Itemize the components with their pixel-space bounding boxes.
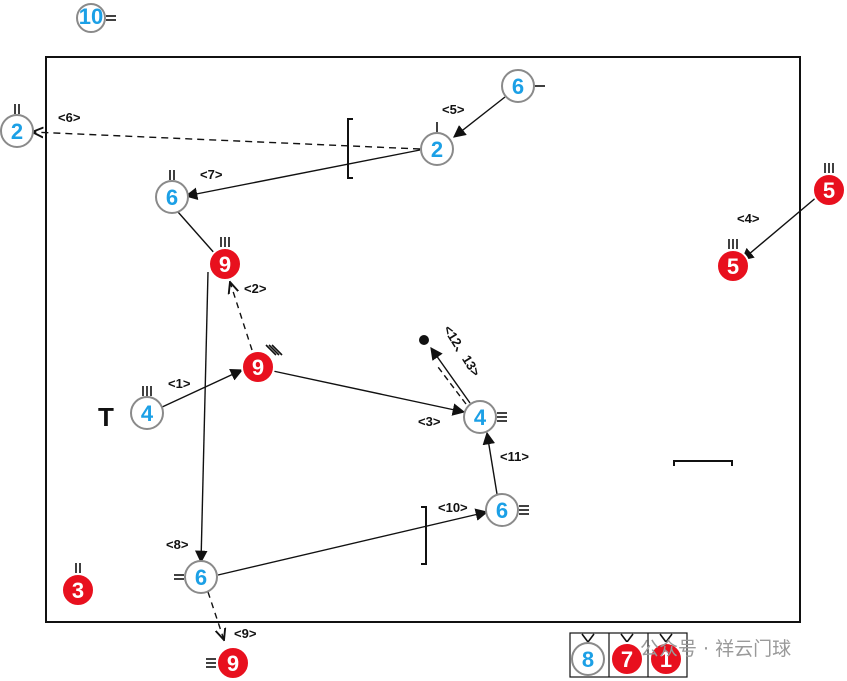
player-5-red-token: 5 — [812, 163, 846, 207]
step-label-2: <2> — [244, 281, 267, 296]
player-4-blue-token: 4 — [130, 386, 164, 430]
step-label-9: <9> — [234, 626, 257, 641]
player-number: 5 — [727, 254, 739, 279]
player-number: 1 — [660, 647, 672, 672]
player-number: 8 — [582, 647, 594, 672]
player-number: 7 — [621, 647, 633, 672]
players-layer: 10 2 2 6 6 9 9 4 4 5 5 6 6 3 9 8 7 1 — [0, 3, 846, 680]
player-1-red-token: 1 — [649, 633, 683, 676]
gate-3 — [421, 506, 427, 565]
player-number: 5 — [823, 178, 835, 203]
move-6-to-9 — [177, 211, 217, 256]
player-number: 6 — [195, 565, 207, 590]
step-label-11: <11> — [500, 449, 529, 464]
step-label-10: <10> — [438, 500, 468, 515]
player-number: 9 — [252, 355, 264, 380]
player-number: 9 — [219, 252, 231, 277]
step-label-3: <3> — [418, 414, 441, 429]
player-6-blue-token: 6 — [155, 170, 189, 214]
player-number: 2 — [431, 137, 443, 162]
player-number: 4 — [141, 401, 154, 426]
player-9-red-token: 9 — [208, 237, 242, 281]
move-2 — [230, 282, 253, 351]
player-6-blue-token: 6 — [485, 493, 529, 527]
move-4 — [741, 195, 819, 261]
legend-box — [569, 632, 688, 678]
gate-2 — [673, 460, 733, 466]
ball-target-dot — [419, 335, 429, 345]
player-10-blue-token: 10 — [76, 3, 116, 33]
court-boundary — [45, 56, 801, 623]
move-3 — [272, 370, 466, 416]
move-11 — [482, 431, 498, 495]
player-number: 9 — [227, 651, 239, 676]
player-3-red-token: 3 — [61, 563, 95, 607]
step-label-4: <4> — [737, 211, 760, 226]
player-2-blue-token: 2 — [420, 122, 454, 166]
player-number: 6 — [512, 74, 524, 99]
gate-1 — [347, 118, 353, 179]
player-number: 3 — [72, 578, 84, 603]
move-12-13b — [437, 366, 467, 405]
player-number: 2 — [11, 119, 23, 144]
player-number: 10 — [79, 4, 103, 29]
move-8 — [194, 271, 209, 564]
player-2-blue-token: 2 — [0, 104, 34, 148]
start-marker: T — [98, 402, 114, 432]
player-number: 6 — [496, 498, 508, 523]
movement-lines — [32, 96, 819, 640]
player-8-blue-token: 8 — [571, 633, 605, 676]
move-12-13a — [430, 346, 471, 404]
player-9-red-token: 9 — [241, 344, 283, 384]
player-number: 6 — [166, 185, 178, 210]
step-label-5: <5> — [442, 102, 465, 117]
step-label-1: <1> — [168, 376, 191, 391]
player-4-blue-token: 4 — [463, 400, 507, 434]
step-label-8: <8> — [166, 537, 189, 552]
player-number: 4 — [474, 405, 487, 430]
player-6-blue-token: 6 — [174, 560, 218, 594]
player-9-red-token: 9 — [206, 646, 250, 680]
player-6-blue-token: 6 — [501, 69, 545, 103]
move-1 — [159, 369, 244, 409]
watermark-text: 公众号 · 祥云门球 — [640, 638, 791, 660]
move-10 — [217, 508, 489, 576]
move-9 — [207, 591, 224, 640]
move-6 — [32, 132, 421, 150]
step-label-7: <7> — [200, 167, 223, 182]
player-7-red-token: 7 — [610, 633, 644, 676]
step-label-6: <6> — [58, 110, 81, 125]
player-5-red-token: 5 — [716, 239, 750, 283]
move-7 — [184, 149, 421, 200]
move-5 — [453, 96, 506, 138]
